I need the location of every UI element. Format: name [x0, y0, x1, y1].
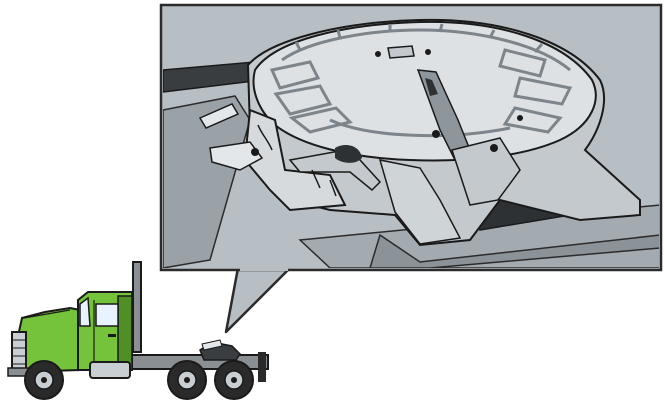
center-mount [388, 46, 414, 58]
rear-wheel-1 [168, 361, 206, 399]
front-wheel [25, 361, 63, 399]
fuel-tank [90, 362, 130, 378]
side-window [96, 304, 118, 326]
rear-wheel-2 [215, 361, 253, 399]
callout-pointer [226, 268, 290, 332]
exhaust-stack [133, 262, 141, 352]
fifth-wheel-plate [254, 22, 596, 161]
windshield [80, 298, 90, 326]
